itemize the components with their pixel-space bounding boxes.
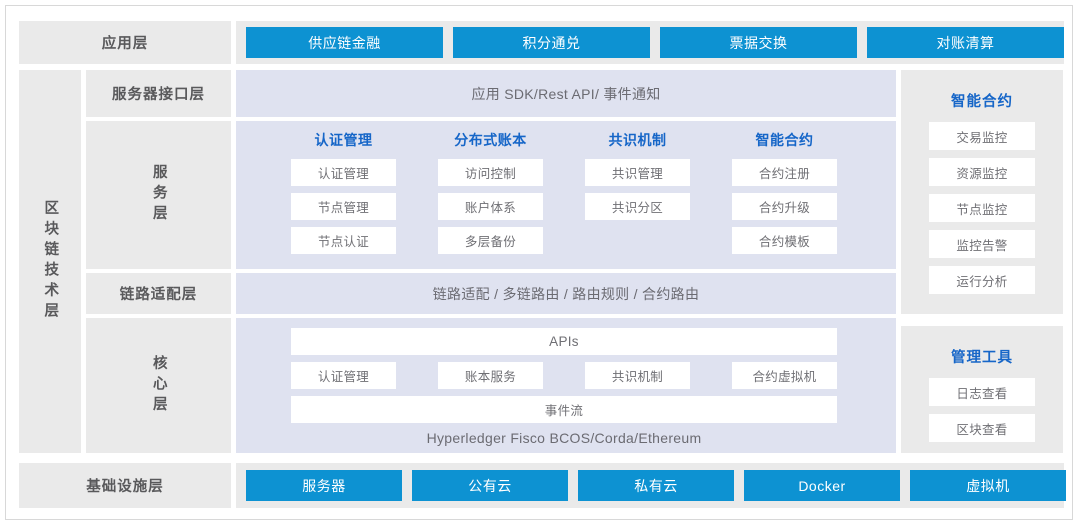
service-column-head-auth: 认证管理 (314, 132, 373, 148)
app-item-bill-exchange[interactable]: 票据交换 (660, 27, 857, 58)
core-layer-panel: APIs 认证管理 账本服务 共识机制 合约虚拟机 事件流 Hyperledge… (236, 318, 896, 453)
infra-item-virtual-machine[interactable]: 虚拟机 (910, 470, 1066, 501)
service-column-head-contract: 智能合约 (755, 132, 814, 148)
service-item-contract-0[interactable]: 合约注册 (732, 159, 837, 186)
core-module-auth[interactable]: 认证管理 (291, 362, 396, 389)
side-item-resource-monitor[interactable]: 资源监控 (929, 158, 1035, 186)
service-layer-label: 服务层 (86, 121, 231, 269)
side-item-node-monitor[interactable]: 节点监控 (929, 194, 1035, 222)
service-item-auth-1[interactable]: 节点管理 (291, 193, 396, 220)
side-panel-smart-contract-title: 智能合约 (951, 93, 1013, 110)
core-module-contract-vm[interactable]: 合约虚拟机 (732, 362, 837, 389)
service-item-auth-2[interactable]: 节点认证 (291, 227, 396, 254)
core-event-stream-box[interactable]: 事件流 (291, 396, 837, 423)
side-item-block-explorer[interactable]: 区块查看 (929, 414, 1035, 442)
application-layer-strip: 供应链金融 积分通兑 票据交换 对账清算 (236, 21, 1064, 64)
app-item-reconciliation-settlement[interactable]: 对账清算 (867, 27, 1064, 58)
infra-item-private-cloud[interactable]: 私有云 (578, 470, 734, 501)
link-adapter-layer-label: 链路适配层 (86, 273, 231, 314)
service-layer-panel: 认证管理 认证管理 节点管理 节点认证 分布式账本 访问控制 账户体系 多层 (236, 121, 896, 269)
service-item-auth-0[interactable]: 认证管理 (291, 159, 396, 186)
app-item-points-exchange[interactable]: 积分通兑 (453, 27, 650, 58)
server-interface-layer-content: 应用 SDK/Rest API/ 事件通知 (236, 70, 896, 117)
service-item-ledger-1[interactable]: 账户体系 (438, 193, 543, 220)
infra-item-public-cloud[interactable]: 公有云 (412, 470, 568, 501)
diagram-frame: 应用层 供应链金融 积分通兑 票据交换 对账清算 区块链技术层 服务器接口层 应… (5, 5, 1073, 520)
infrastructure-layer-label: 基础设施层 (19, 463, 231, 508)
service-item-ledger-0[interactable]: 访问控制 (438, 159, 543, 186)
service-item-consensus-1[interactable]: 共识分区 (585, 193, 690, 220)
blockchain-tech-layer-label: 区块链技术层 (19, 70, 81, 453)
core-apis-box[interactable]: APIs (291, 328, 837, 355)
link-adapter-layer-content: 链路适配 / 多链路由 / 路由规则 / 合约路由 (236, 273, 896, 314)
core-module-consensus[interactable]: 共识机制 (585, 362, 690, 389)
service-item-ledger-2[interactable]: 多层备份 (438, 227, 543, 254)
core-module-ledger-service[interactable]: 账本服务 (438, 362, 543, 389)
side-panel-smart-contract: 智能合约 交易监控 资源监控 节点监控 监控告警 运行分析 (901, 70, 1063, 314)
core-layer-footer: Hyperledger Fisco BCOS/Corda/Ethereum (426, 430, 702, 446)
service-item-consensus-0[interactable]: 共识管理 (585, 159, 690, 186)
service-column-head-ledger: 分布式账本 (454, 132, 527, 148)
infrastructure-layer-strip: 服务器 公有云 私有云 Docker 虚拟机 (236, 463, 1066, 508)
server-interface-layer-label: 服务器接口层 (86, 70, 231, 117)
side-panel-management-tools-title: 管理工具 (951, 349, 1013, 366)
infra-item-server[interactable]: 服务器 (246, 470, 402, 501)
side-item-runtime-analysis[interactable]: 运行分析 (929, 266, 1035, 294)
side-item-monitor-alert[interactable]: 监控告警 (929, 230, 1035, 258)
service-item-contract-1[interactable]: 合约升级 (732, 193, 837, 220)
side-panel-management-tools: 管理工具 日志查看 区块查看 (901, 326, 1063, 453)
core-layer-label: 核心层 (86, 318, 231, 453)
service-column-head-consensus: 共识机制 (608, 132, 667, 148)
infra-item-docker[interactable]: Docker (744, 470, 900, 501)
application-layer-label: 应用层 (19, 21, 231, 64)
side-item-log-viewer[interactable]: 日志查看 (929, 378, 1035, 406)
service-item-contract-2[interactable]: 合约模板 (732, 227, 837, 254)
side-item-transaction-monitor[interactable]: 交易监控 (929, 122, 1035, 150)
app-item-supply-chain-finance[interactable]: 供应链金融 (246, 27, 443, 58)
